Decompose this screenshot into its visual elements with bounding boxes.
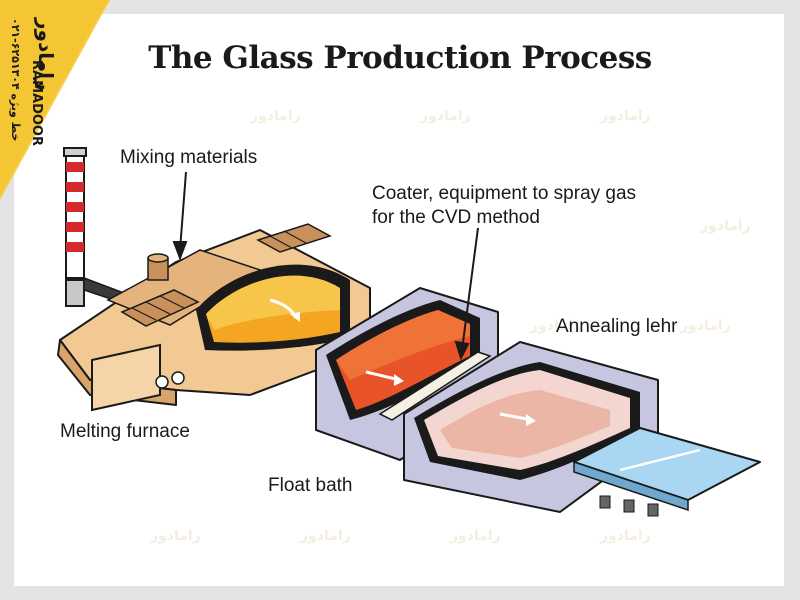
- label-melting-furnace: Melting furnace: [60, 421, 190, 442]
- svg-text:رامادور: رامادور: [599, 528, 651, 544]
- svg-text:رامادور: رامادور: [249, 108, 301, 124]
- arrow-mixing: [179, 171, 187, 251]
- svg-text:رامادور: رامادور: [299, 528, 351, 544]
- label-coater-line1: Coater, equipment to spray gas: [372, 183, 637, 204]
- badge-shape: [0, 0, 110, 200]
- svg-text:رامادور: رامادور: [449, 528, 501, 544]
- svg-text:رامادور: رامادور: [599, 108, 651, 124]
- label-float-bath: Float bath: [268, 475, 353, 496]
- diagram-title: The Glass Production Process: [148, 40, 652, 76]
- label-coater: Coater, equipment to spray gas for the C…: [372, 182, 636, 230]
- arrowhead-coater: [454, 340, 470, 361]
- arrow-coater: [461, 227, 479, 351]
- label-annealing-lehr: Annealing lehr: [556, 316, 678, 337]
- badge-phone: ۰۲۱-۶۲۵۱۳۰۴ خط ویژه: [9, 18, 22, 142]
- svg-text:رامادور: رامادور: [529, 318, 581, 334]
- pointer-arrows: [172, 171, 479, 361]
- watermark-badge: رامادور RAMADOOR ۰۲۱-۶۲۵۱۳۰۴ خط ویژه: [0, 0, 110, 200]
- label-coater-line2: for the CVD method: [372, 207, 540, 228]
- svg-text:رامادور: رامادور: [699, 218, 751, 234]
- arrowhead-mixing: [172, 241, 188, 261]
- svg-text:رامادور: رامادور: [149, 528, 201, 544]
- glass-sheet: [573, 427, 761, 517]
- label-mixing-materials: Mixing materials: [120, 147, 258, 168]
- svg-text:رامادور: رامادور: [679, 318, 731, 334]
- svg-text:رامادور: رامادور: [419, 108, 471, 124]
